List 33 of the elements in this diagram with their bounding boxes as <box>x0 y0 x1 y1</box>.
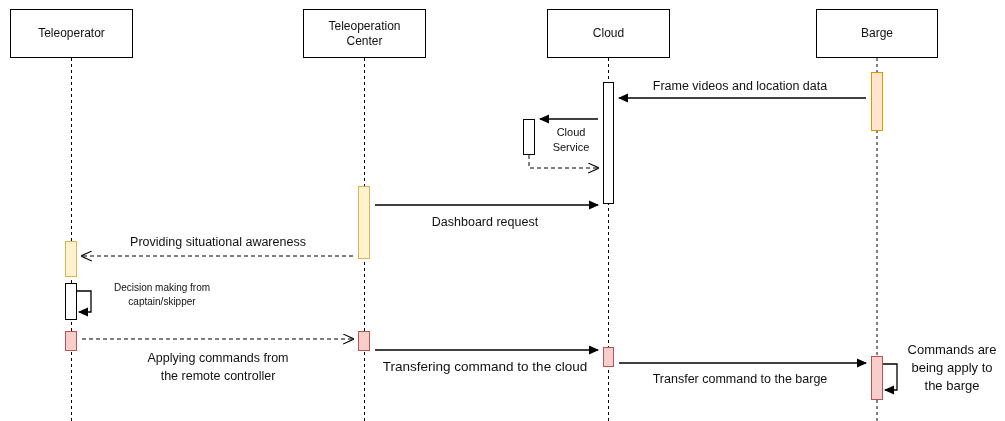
participant-box: Barge <box>816 9 938 58</box>
arrow <box>80 250 354 262</box>
arrow <box>76 290 92 317</box>
activation-bar <box>65 283 77 320</box>
participant-box: Teleoperation Center <box>303 9 426 58</box>
arrow <box>528 154 600 174</box>
edge-label: Decision making from captain/skipper <box>112 281 212 309</box>
participant-box: Cloud <box>547 9 670 58</box>
edge-label: Commands are being apply to the barge <box>906 341 998 396</box>
activation-bar <box>871 72 883 131</box>
arrow <box>81 333 355 345</box>
activation-bar <box>65 241 77 277</box>
edge-label: Applying commands from the remote controller <box>146 350 290 385</box>
activation-bar <box>603 347 614 367</box>
activation-bar <box>603 82 614 204</box>
activation-bar <box>871 356 883 400</box>
arrow <box>374 345 599 355</box>
edge-label: Transfer command to the barge <box>651 371 829 388</box>
activation-bar <box>358 331 370 351</box>
edge-label: Dashboard request <box>430 214 540 231</box>
activation-bar <box>358 186 370 259</box>
edge-label: Cloud Service <box>551 125 591 156</box>
arrow <box>882 363 898 395</box>
edge-label: Transfering command to the cloud <box>381 358 589 376</box>
arrow <box>618 93 867 103</box>
arrow <box>374 200 599 210</box>
edge-label: Frame videos and location data <box>651 78 829 95</box>
activation-bar <box>65 331 77 351</box>
participant-box: Teleoperator <box>10 9 133 58</box>
arrow <box>539 114 599 124</box>
activation-bar <box>523 119 535 155</box>
arrow <box>618 358 867 368</box>
edge-label: Providing situational awareness <box>129 234 307 251</box>
